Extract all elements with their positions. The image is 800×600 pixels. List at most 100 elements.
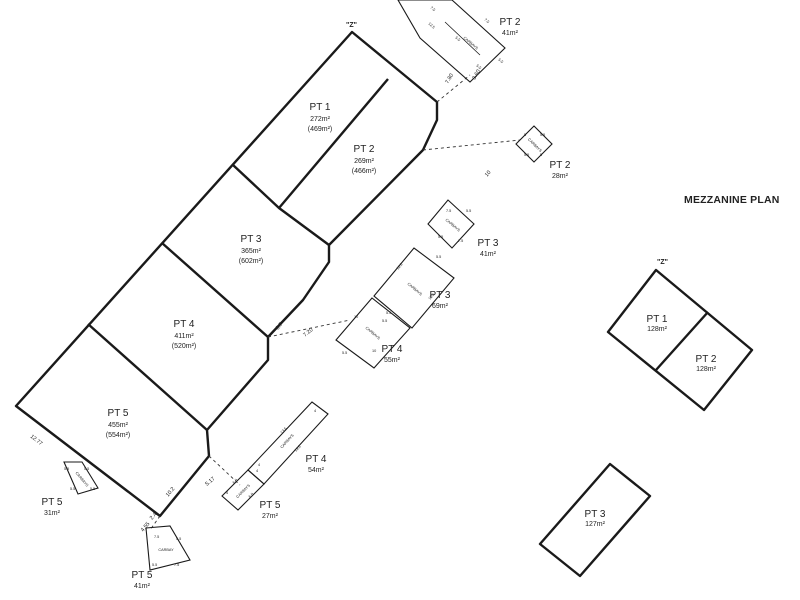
svg-text:4: 4: [256, 469, 258, 473]
wall-pt4-pt5: [87, 323, 208, 431]
dim-leader-6: 4.55: [140, 521, 151, 533]
svg-text:5: 5: [524, 133, 526, 137]
svg-text:PT 3: PT 3: [585, 509, 606, 520]
mezzanine-title: MEZZANINE PLAN: [684, 194, 780, 206]
svg-text:7.5: 7.5: [154, 535, 159, 539]
svg-text:PT 5: PT 5: [260, 500, 281, 511]
dim-west: 12.77: [29, 434, 44, 447]
svg-text:5.5: 5.5: [152, 563, 157, 567]
lot-label-pt3: PT 3 365m² (602m²): [239, 234, 264, 265]
svg-text:41m²: 41m²: [480, 251, 497, 258]
svg-text:CARBAYS: CARBAYS: [74, 471, 89, 488]
svg-text:5.5: 5.5: [90, 487, 95, 491]
svg-text:5.5: 5.5: [466, 209, 471, 213]
svg-text:5: 5: [540, 153, 542, 157]
svg-text:PT 2: PT 2: [550, 160, 571, 171]
svg-text:PT 2: PT 2: [696, 354, 717, 365]
mezzanine-divider: [655, 311, 709, 371]
mezz-lot-label-pt1: PT 1 128m²: [647, 314, 668, 333]
lot-label-pt4: PT 4 411m² (520m²): [172, 319, 197, 350]
svg-text:31m²: 31m²: [44, 510, 61, 517]
north-mark: "Z": [346, 22, 357, 29]
svg-text:CARBAYS: CARBAYS: [463, 36, 480, 51]
svg-text:5.5: 5.5: [438, 235, 443, 239]
wall-pt3-pt4: [161, 242, 269, 338]
dim-leader-5: 5.17: [204, 476, 216, 487]
svg-text:CARBAY: CARBAY: [158, 548, 174, 552]
svg-text:272m²: 272m²: [310, 116, 331, 123]
svg-text:5.5: 5.5: [454, 36, 461, 42]
svg-text:7.5: 7.5: [174, 563, 179, 567]
svg-text:12.5: 12.5: [427, 22, 435, 30]
carpark-pt5-31: CARBAYS 5.5 5.5 5.5 5.5 PT 5 31m²: [42, 461, 99, 517]
svg-text:PT 3: PT 3: [430, 290, 451, 301]
carpark-pt4-55: CARBAYS 10 5.5 10 5.5 PT 4 55m²: [335, 297, 411, 369]
svg-text:CARBAYS: CARBAYS: [280, 433, 295, 449]
svg-text:PT 4: PT 4: [382, 344, 403, 355]
svg-text:4: 4: [314, 409, 316, 413]
svg-text:5.5: 5.5: [84, 467, 89, 471]
carpark-pt3-41: CARBAYS 7.5 5.5 7.5 5.5 PT 3 41m²: [427, 199, 499, 258]
svg-text:7.5: 7.5: [446, 209, 451, 213]
svg-text:CARBAYS: CARBAYS: [365, 326, 382, 341]
carpark-pt2-28: CARBAYS 5 5.5 5 5.5 PT 2 28m²: [515, 125, 571, 180]
svg-text:5.5: 5.5: [342, 351, 347, 355]
mezzanine-plan: MEZZANINE PLAN "Z" PT 1 128m² PT 2 128m²…: [538, 194, 780, 578]
svg-text:PT 4: PT 4: [306, 454, 327, 465]
mezzanine-pt3-outline: [538, 462, 652, 578]
svg-text:5.5: 5.5: [540, 133, 545, 137]
wall-pt1-pt3: [232, 164, 330, 246]
ground-floor-plan: "Z" PT 1 272m² (469m²) PT 2 269m² (466m²…: [14, 22, 439, 518]
svg-text:41m²: 41m²: [134, 583, 151, 590]
svg-text:(602m²): (602m²): [239, 258, 264, 265]
svg-text:6.8: 6.8: [232, 478, 239, 485]
dim-leader-1: 7.80: [445, 73, 456, 85]
lot-label-pt1: PT 1 272m² (469m²): [308, 102, 333, 133]
svg-text:PT 2: PT 2: [500, 17, 521, 28]
svg-text:10: 10: [372, 349, 376, 353]
svg-text:7.5: 7.5: [458, 239, 463, 243]
carpark-pt5-41: CARBAY 7.5 5.5 7.5 5.5 PT 5 41m²: [132, 525, 191, 590]
svg-text:PT 5: PT 5: [132, 570, 153, 581]
svg-text:6.8: 6.8: [248, 492, 255, 499]
carpark-pt4-54: CARBAYS 13.6 4 13.6 4 PT 4 54m²: [247, 401, 329, 485]
svg-text:55m²: 55m²: [384, 357, 401, 364]
svg-text:5.5: 5.5: [70, 487, 75, 491]
carpark-pt2-41: CARBAYS 7.5 5.5 12.5 5.5 7.5 5.5 PT 2 41…: [397, 0, 521, 83]
dim-leader-4: 7.20: [302, 327, 314, 338]
svg-text:4: 4: [226, 491, 228, 495]
svg-text:PT 1: PT 1: [310, 102, 331, 113]
svg-text:(520m²): (520m²): [172, 343, 197, 350]
svg-text:5.5: 5.5: [475, 64, 482, 70]
svg-text:411m²: 411m²: [174, 333, 194, 340]
svg-text:41m²: 41m²: [502, 30, 519, 37]
lot-label-pt5: PT 5 455m² (554m²): [106, 408, 131, 439]
svg-text:7.5: 7.5: [483, 18, 490, 24]
svg-text:28m²: 28m²: [552, 173, 569, 180]
lot-label-pt2: PT 2 269m² (466m²): [352, 144, 377, 175]
building-outline: [14, 30, 439, 518]
svg-text:12.5: 12.5: [428, 292, 436, 300]
svg-text:5.5: 5.5: [497, 58, 504, 64]
svg-text:CARBAYS: CARBAYS: [407, 282, 424, 297]
svg-text:69m²: 69m²: [432, 303, 449, 310]
svg-text:13.6: 13.6: [294, 445, 302, 453]
svg-text:CARBAYS: CARBAYS: [527, 138, 543, 154]
mezzanine-north-mark: "Z": [657, 259, 668, 266]
svg-text:128m²: 128m²: [696, 366, 717, 373]
svg-text:PT 3: PT 3: [478, 238, 499, 249]
svg-text:(469m²): (469m²): [308, 126, 333, 133]
svg-text:365m²: 365m²: [241, 248, 262, 255]
svg-text:27m²: 27m²: [262, 513, 279, 520]
svg-text:PT 5: PT 5: [108, 408, 129, 419]
svg-text:PT 3: PT 3: [241, 234, 262, 245]
dim-south: 10.2: [165, 486, 176, 498]
svg-text:128m²: 128m²: [647, 326, 668, 333]
svg-text:5.5: 5.5: [386, 311, 391, 315]
svg-text:7.5: 7.5: [429, 6, 436, 12]
leader-lines: 7.80 3.60 10 7.20 5.17 4.55 2.4: [140, 69, 521, 533]
dim-leader-3: 10: [484, 170, 493, 179]
svg-text:5.5: 5.5: [382, 319, 387, 323]
dim-east: 8.7: [275, 322, 285, 332]
svg-text:(466m²): (466m²): [352, 168, 377, 175]
